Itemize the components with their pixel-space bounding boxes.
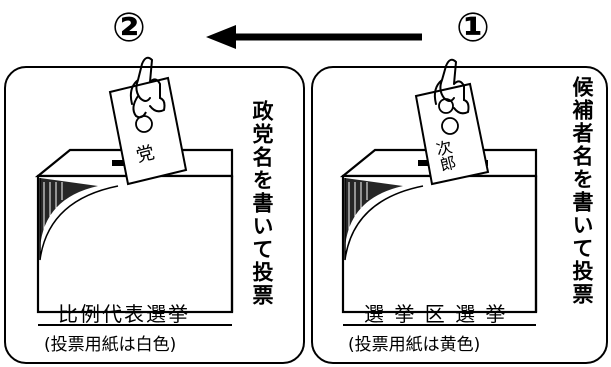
subtitle-right: (投票用紙は黄色) <box>348 335 481 355</box>
instruction-right: 候補者名を書いて投票 <box>570 76 594 306</box>
step-two-label: ② <box>112 5 146 51</box>
step-one-label: ① <box>456 5 490 51</box>
title-left: 比例代表選挙 <box>58 302 190 326</box>
title-right: 選 挙 区 選 挙 <box>364 302 508 326</box>
subtitle-left: (投票用紙は白色) <box>44 335 177 355</box>
instruction-left: 政党名を書いて投票 <box>250 100 274 307</box>
